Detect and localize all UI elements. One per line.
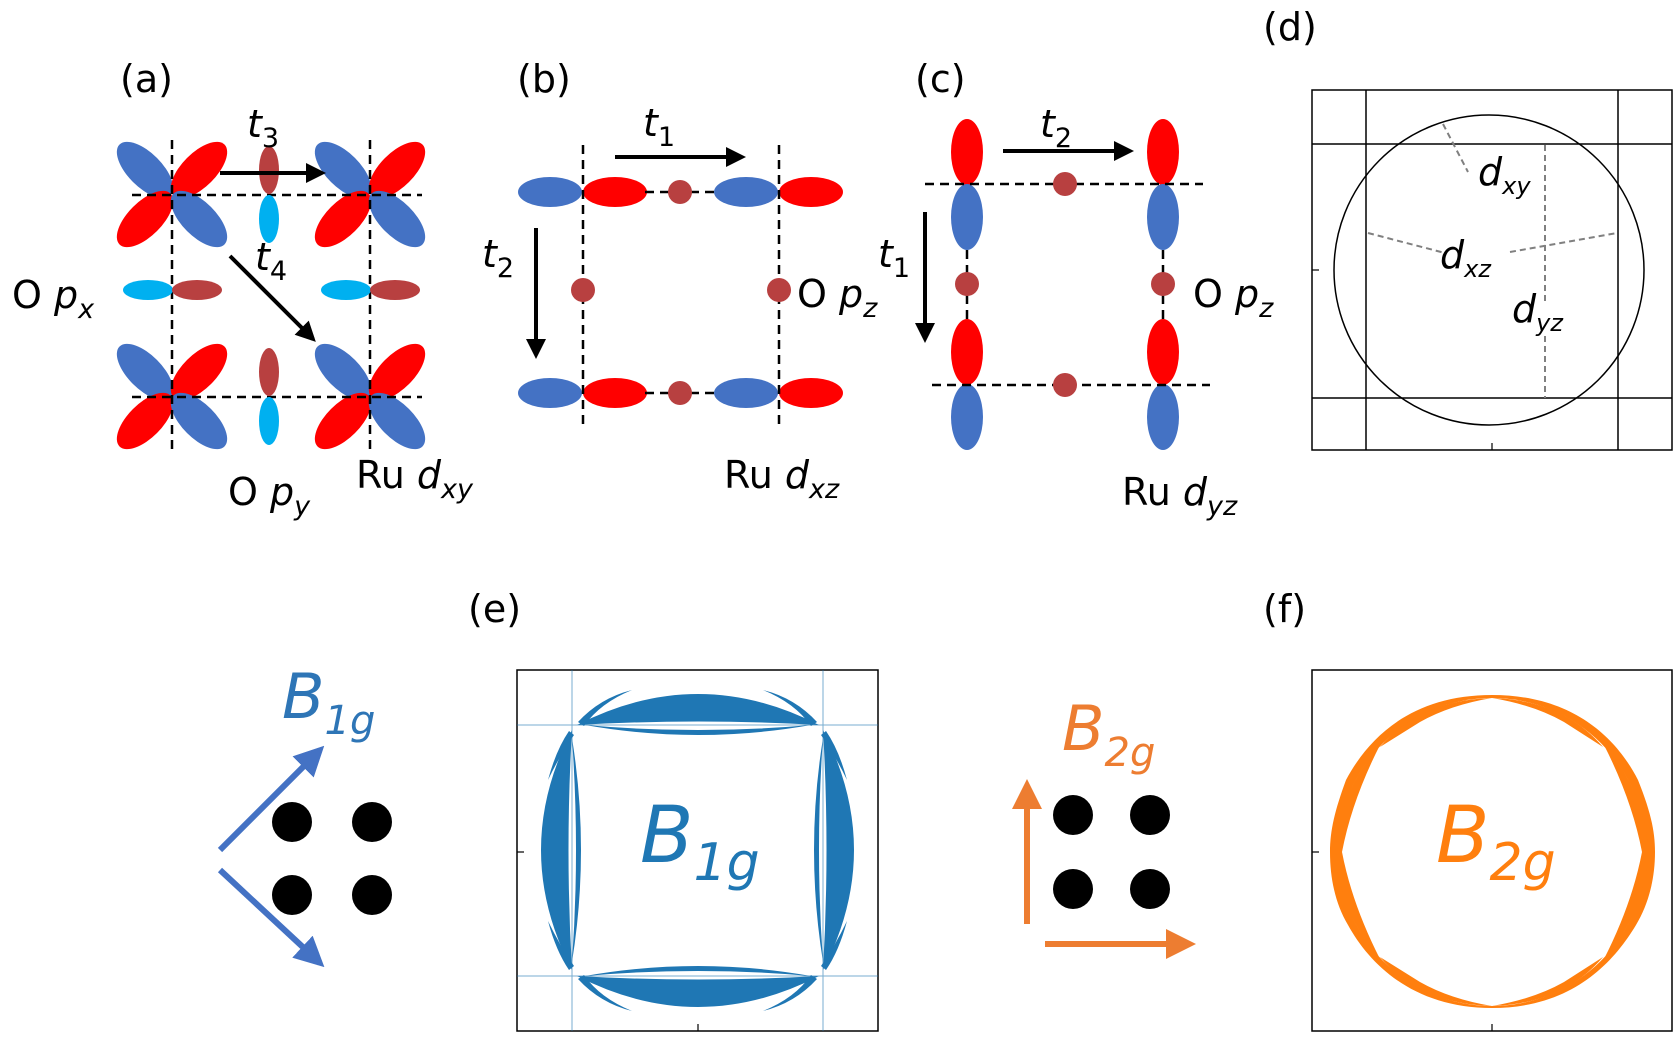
panel-d: (d) dxy dxz dyz [1263,5,1673,451]
o-pz-orbital [1151,272,1175,296]
o-py-orbital-bottom [259,348,279,445]
hopping-t1-label: t1 [643,101,675,153]
panel-e: (e) [468,587,879,1032]
grid-lines-a [132,140,422,452]
hopping-t1-label: t1 [878,232,910,284]
b1g-gap-lobes-inner [572,725,823,976]
panel-b: (b) t1 t2 O pz Ru dx [482,57,878,505]
lattice-site [1053,795,1093,835]
ru-dyz-orbital-bottom-right [1147,319,1179,450]
b2g-gap-label: B2g [1436,791,1556,893]
o-pz-orbital [668,381,692,405]
lattice-site [1053,869,1093,909]
fermi-surface-dxz-dyz-sheets [1312,90,1672,450]
panel-f-label: (f) [1263,587,1306,631]
lattice-site [1130,869,1170,909]
o-pz-orbital [955,272,979,296]
orbital-label-o-pz: O pz [1193,272,1274,324]
orbital-label-o-pz: O pz [797,272,878,324]
lattice-site [272,875,312,915]
b1g-symbol-label: B1g [282,660,375,744]
ru-dxy-orbital-top-right [314,141,426,248]
b2g-symbol-label: B2g [1062,692,1155,776]
lattice-site [352,875,392,915]
ru-dxz-orbital-top-right [714,177,843,207]
b2g-gap-lobes [1335,698,1649,1006]
ru-dyz-orbital-top-left [951,119,983,250]
lattice-site [352,802,392,842]
panel-d-label: (d) [1263,5,1317,49]
hopping-t4-arrow [228,254,316,342]
o-py-orbital-top [259,146,279,243]
b2g-symmetry-legend: B2g [1012,692,1196,959]
ru-dxy-orbital-bottom-left [116,343,228,450]
ru-dyz-orbital-bottom-left [951,319,983,450]
orbital-label-ru-dyz: Ru dyz [1122,470,1238,522]
b1g-arrow-down [217,867,325,968]
fermi-surface-dxy-sheet [1333,114,1645,426]
axis-ticks-d [1312,269,1493,450]
lattice-site [1130,795,1170,835]
panel-a: (a) [12,57,474,522]
o-pz-orbital [571,278,595,302]
o-pz-orbital [1053,172,1077,196]
hopping-t2-label: t2 [1040,102,1072,154]
panel-e-label: (e) [468,587,521,631]
band-label-dxy: dxy [1478,150,1531,200]
ru-dxz-orbital-top-left [518,177,647,207]
orbital-label-ru-dxy: Ru dxy [356,453,474,505]
b2g-gap-inner [1338,698,1646,1006]
band-label-dxz: dxz [1440,233,1492,283]
ru-dxz-orbital-bottom-right [714,378,843,408]
b1g-arrow-up [217,745,325,853]
band-leader-lines [1367,123,1618,398]
o-pz-orbital [1053,373,1077,397]
orbital-label-ru-dxz: Ru dxz [724,453,840,505]
panel-c: (c) t2 t1 O pz Ru dy [878,57,1274,522]
panel-c-label: (c) [915,57,966,101]
ru-dxy-orbital-top-left [116,141,228,248]
o-pz-orbital [668,180,692,204]
hopping-t4-label: t4 [255,235,287,287]
ru-dxy-orbital-bottom-right [314,343,426,450]
fermi-surface-lines-e [517,670,878,1031]
o-px-orbital-right [321,280,420,300]
band-label-dyz: dyz [1512,287,1564,337]
b1g-gap-corner-arcs [548,690,847,1011]
panel-f: (f) B2g [1263,587,1673,1032]
lattice-site [272,802,312,842]
o-px-orbital-left [123,280,222,300]
axis-ticks-e [517,851,699,1031]
ru-dyz-orbital-top-right [1147,119,1179,250]
panel-b-label: (b) [517,57,571,101]
axis-ticks-f [1312,851,1493,1031]
o-pz-orbital [767,278,791,302]
hopping-t3-label: t3 [247,102,279,154]
orbital-label-o-px: O px [12,273,95,325]
b1g-gap-label: B1g [640,791,760,893]
hopping-t2-label: t2 [482,232,514,284]
panel-a-label: (a) [120,57,173,101]
b1g-symmetry-legend: B1g [217,660,392,968]
b1g-gap-lobes [541,694,854,1007]
orbital-label-o-py: O py [228,470,311,522]
ru-dxz-orbital-bottom-left [518,378,647,408]
